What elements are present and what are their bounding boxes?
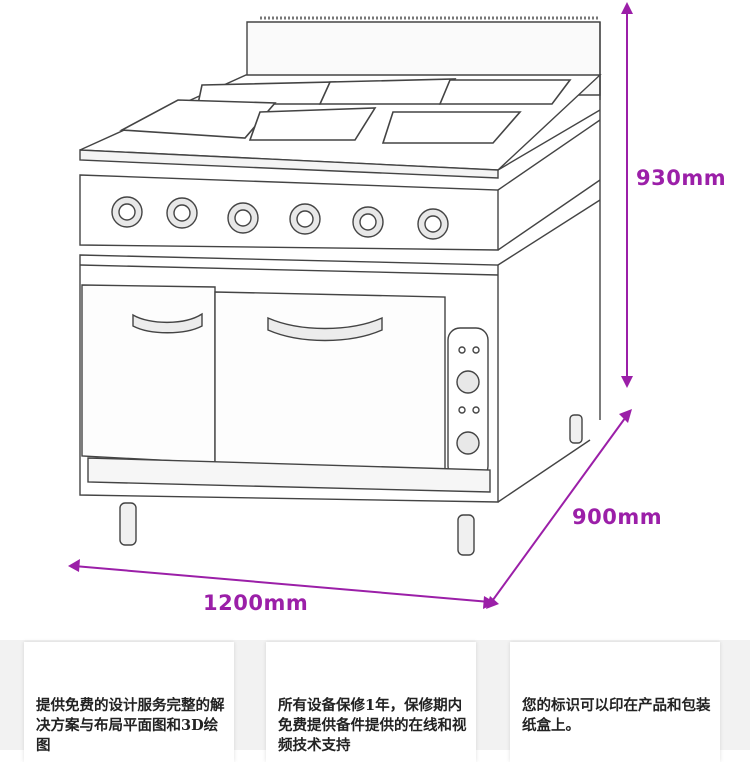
dimension-arrows	[68, 2, 633, 609]
oven-knob	[456, 370, 480, 394]
oven-door-right	[214, 291, 446, 476]
hot-plate	[248, 107, 377, 141]
legs	[119, 414, 583, 556]
hot-plates	[119, 78, 572, 144]
width-dimension-label: 1200mm	[203, 591, 309, 615]
oven-door-left	[81, 284, 216, 464]
hot-plate	[119, 99, 277, 139]
knobs	[111, 196, 449, 240]
range-illustration	[68, 2, 633, 609]
height-dimension-label: 930mm	[636, 166, 727, 190]
hot-plate	[438, 79, 572, 105]
oven-knob	[456, 431, 480, 455]
product-diagram: 930mm 900mm 1200mm	[68, 2, 727, 615]
leg	[119, 502, 137, 546]
leg	[457, 514, 475, 556]
width-arrow	[73, 565, 491, 603]
branding-card: 您的标识可以印在产品和包装纸盒上。	[510, 642, 720, 762]
kick-plate	[87, 457, 491, 493]
depth-dimension-label: 900mm	[572, 505, 663, 529]
leg	[569, 414, 583, 444]
door-handle	[132, 312, 203, 334]
door-handle	[267, 316, 383, 342]
service-cards: 提供免费的设计服务完整的解决方案与布局平面图和3D绘图 所有设备保修1年，保修期…	[0, 640, 750, 762]
design-service-card: 提供免费的设计服务完整的解决方案与布局平面图和3D绘图	[24, 642, 234, 762]
oven-control-strip	[447, 327, 489, 479]
warranty-card: 所有设备保修1年，保修期内免费提供备件提供的在线和视频技术支持	[266, 642, 476, 762]
hot-plate	[318, 78, 457, 105]
depth-arrow	[489, 413, 629, 605]
control-panel	[79, 110, 601, 420]
oven-body	[79, 199, 601, 503]
hot-plate	[381, 111, 522, 144]
